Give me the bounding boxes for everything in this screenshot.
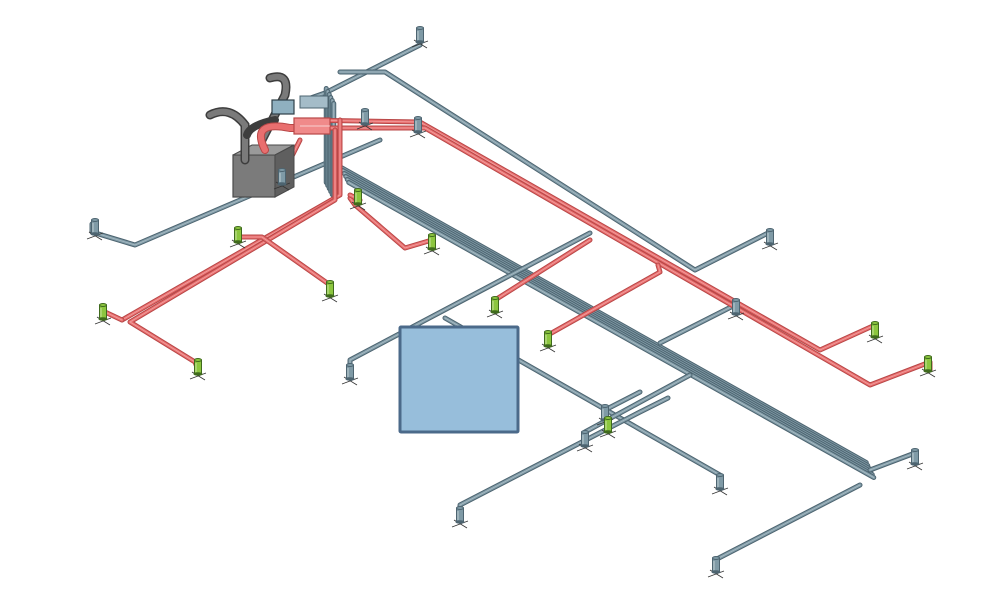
supply-valve-icon [189,358,207,381]
supply-valve-icon [349,188,367,211]
selection-box [398,325,520,434]
extract-valve-icon [86,218,104,241]
terminal-valves [86,26,937,579]
supply-valve-icon [229,226,247,249]
extract-valve-icon [411,26,429,49]
extract-branch-far-east [867,450,918,473]
supply-valve-icon [94,303,112,326]
extract-branch-east [657,302,738,346]
extract-valve-icon [761,228,779,251]
extract-valve-icon [707,556,725,579]
heat-recovery-unit-icon [205,72,331,198]
extract-valve-icon [356,108,374,131]
supply-branch-c [492,237,593,303]
extract-valve-icon [341,363,359,386]
supply-stub-west [102,309,125,323]
supply-valve-icon [423,233,441,256]
extract-valve-icon [451,506,469,529]
extract-valve-icon [576,430,594,453]
extract-valve-icon [906,448,924,471]
extract-valve-icon [711,473,729,496]
extract-run-top-left [302,27,423,103]
extract-branch-bottom [712,482,863,573]
extract-valve-icon [409,116,427,139]
extract-valve-icon [273,168,291,191]
supply-duct-network [102,117,933,388]
supply-valve-icon [539,330,557,353]
extract-valve-icon [727,298,745,321]
supply-valve-icon [486,296,504,319]
extract-run-top-right [337,69,773,273]
extract-main-trunk [338,165,877,480]
supply-branch-d [545,262,663,338]
supply-valve-icon [919,355,937,378]
supply-branch-b [347,195,435,251]
supply-valve-icon [321,280,339,303]
supply-valve-icon [599,416,617,439]
extract-main-trunk-pipe [346,180,877,480]
supply-run-west [119,117,343,323]
supply-valve-icon [866,321,884,344]
